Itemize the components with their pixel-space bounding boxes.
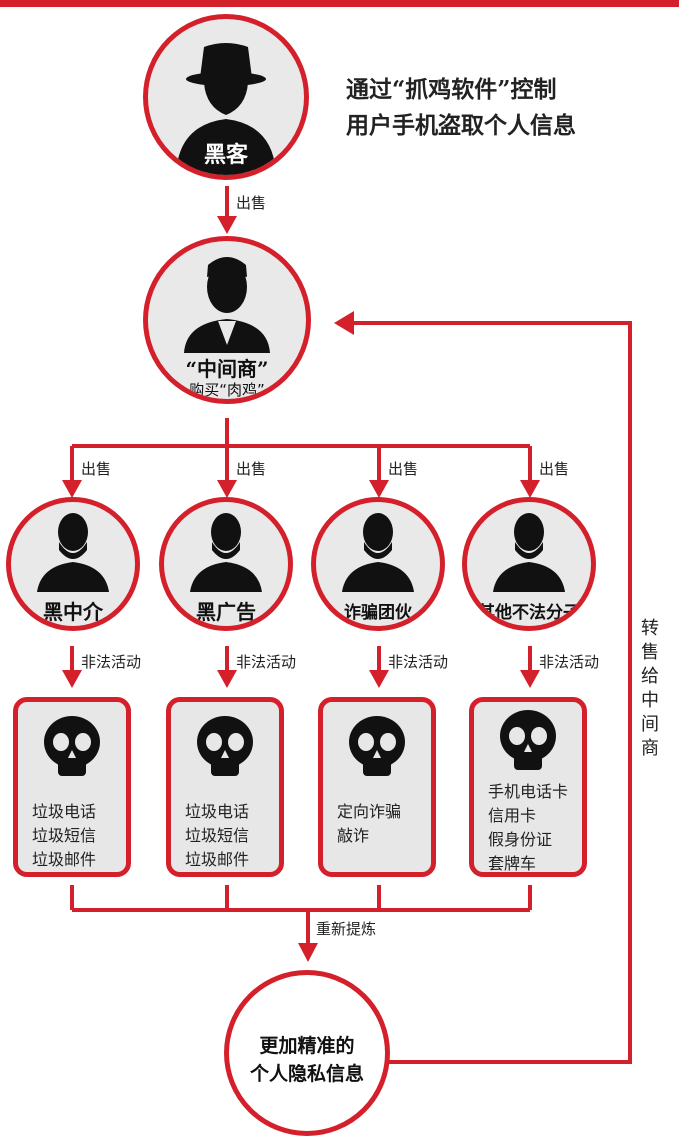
- actor-label: 黑中介: [43, 600, 103, 624]
- headline: 通过“抓鸡软件”控制 用户手机盗取个人信息: [346, 72, 576, 144]
- branch-sell-label-3: 出售: [388, 460, 419, 478]
- result-line1: 更加精准的: [259, 1035, 355, 1057]
- outcome-line: 垃圾电话: [185, 802, 250, 821]
- middleman-node: “中间商” 购买“肉鸡”: [143, 236, 311, 404]
- actor-node-black-ads: 黑广告: [159, 497, 293, 631]
- result-line2: 个人隐私信息: [249, 1063, 364, 1085]
- skull-icon: [349, 716, 405, 776]
- actor-label: 其他不法分子: [478, 603, 580, 623]
- outcome-lines: 定向诈骗 敲诈: [337, 800, 431, 848]
- outcome-line: 假身份证: [488, 830, 553, 849]
- person-icon: [37, 513, 109, 592]
- outcome-line: 垃圾邮件: [32, 850, 97, 869]
- activity-label-3: 非法活动: [388, 653, 449, 671]
- person-icon: [342, 513, 414, 592]
- activity-label-1: 非法活动: [81, 653, 142, 671]
- outcome-box-1: 垃圾电话 垃圾短信 垃圾邮件: [13, 697, 131, 877]
- skull-icon: [44, 716, 100, 776]
- hacker-label: 黑客: [203, 142, 248, 168]
- middleman-icon: [184, 257, 270, 353]
- outcome-lines: 垃圾电话 垃圾短信 垃圾邮件: [32, 800, 126, 872]
- refine-label: 重新提炼: [316, 920, 377, 938]
- actor-label: 黑广告: [196, 600, 256, 624]
- loop-char: 转: [641, 618, 659, 639]
- outcome-line: 垃圾邮件: [185, 850, 250, 869]
- skull-icon: [500, 710, 556, 770]
- loop-label: 转 售 给 中 间 商: [640, 617, 660, 761]
- branch-sell-label-2: 出售: [236, 460, 267, 478]
- headline-line2: 用户手机盗取个人信息: [346, 112, 576, 139]
- sell-label-top: 出售: [236, 194, 267, 212]
- hacker-icon: [176, 43, 276, 175]
- activity-label-4: 非法活动: [539, 653, 600, 671]
- outcome-box-2: 垃圾电话 垃圾短信 垃圾邮件: [166, 697, 284, 877]
- outcome-line: 敲诈: [337, 826, 370, 845]
- outcome-box-3: 定向诈骗 敲诈: [318, 697, 436, 877]
- loop-char: 商: [641, 738, 659, 759]
- loop-char: 间: [641, 714, 659, 735]
- actor-label: 诈骗团伙: [344, 603, 412, 623]
- outcome-line: 套牌车: [488, 854, 537, 873]
- outcome-lines: 手机电话卡 信用卡 假身份证 套牌车: [488, 780, 582, 876]
- headline-line1: 通过“抓鸡软件”控制: [346, 76, 557, 103]
- middleman-label: “中间商”: [185, 357, 269, 381]
- outcome-box-4: 手机电话卡 信用卡 假身份证 套牌车: [469, 697, 587, 877]
- skull-icon: [197, 716, 253, 776]
- loop-char: 售: [641, 642, 659, 663]
- outcome-line: 垃圾电话: [32, 802, 97, 821]
- actor-node-fraud-gang: 诈骗团伙: [311, 497, 445, 631]
- loop-char: 中: [641, 690, 659, 711]
- branch-sell-label-4: 出售: [539, 460, 570, 478]
- top-accent-bar: [0, 0, 679, 7]
- hacker-node: 黑客: [143, 14, 309, 180]
- outcome-line: 垃圾短信: [32, 826, 97, 845]
- branch-sell-label-1: 出售: [81, 460, 112, 478]
- activity-label-2: 非法活动: [236, 653, 297, 671]
- loop-char: 给: [641, 666, 659, 687]
- actor-node-other-criminals: 其他不法分子: [462, 497, 596, 631]
- outcome-line: 信用卡: [488, 806, 537, 825]
- outcome-line: 定向诈骗: [337, 802, 402, 821]
- outcome-lines: 垃圾电话 垃圾短信 垃圾邮件: [185, 800, 279, 872]
- middleman-sublabel: 购买“肉鸡”: [189, 381, 265, 399]
- person-icon: [190, 513, 262, 592]
- actor-node-black-agent: 黑中介: [6, 497, 140, 631]
- outcome-line: 手机电话卡: [488, 782, 569, 801]
- outcome-line: 垃圾短信: [185, 826, 250, 845]
- result-node: 更加精准的 个人隐私信息: [224, 970, 390, 1136]
- person-icon: [493, 513, 565, 592]
